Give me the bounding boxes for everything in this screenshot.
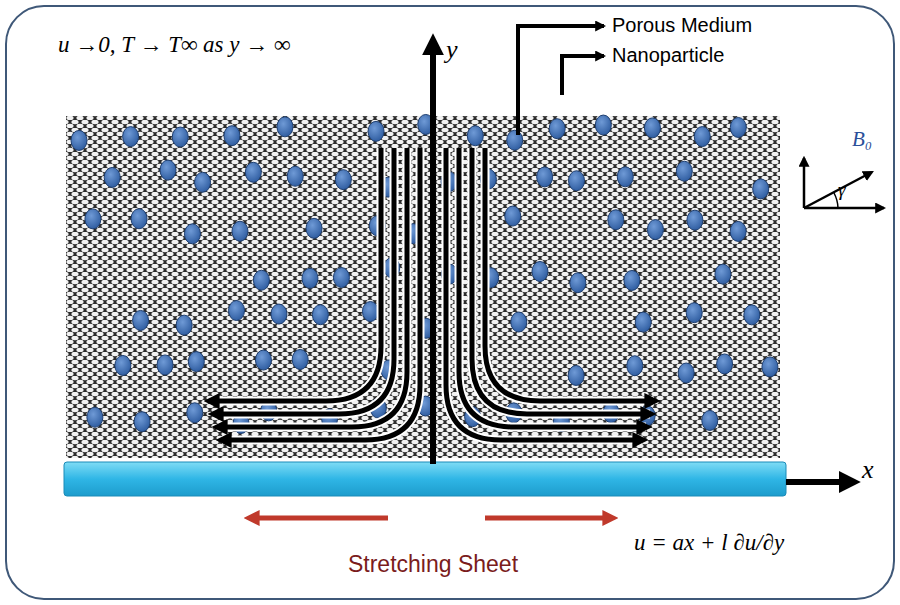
nanoparticle [302, 268, 318, 288]
nanoparticle [568, 365, 584, 385]
streamline [222, 148, 420, 440]
streamline [214, 148, 394, 414]
nanoparticle [195, 172, 211, 192]
nanoparticle [157, 355, 173, 375]
nanoparticle [549, 119, 565, 139]
nanoparticle [744, 305, 760, 325]
streamline [485, 148, 654, 401]
streamline [446, 148, 642, 440]
field-axis [803, 158, 806, 208]
nanoparticle [624, 270, 640, 290]
nanoparticle [160, 160, 176, 180]
nanoparticle [229, 301, 245, 321]
nanoparticle [715, 264, 731, 284]
nanoparticle [511, 312, 527, 332]
nanoparticle [635, 312, 651, 332]
nanoparticle [647, 220, 663, 240]
nanoparticle [292, 349, 308, 369]
nanoparticle [133, 310, 149, 330]
streamline-halo [472, 148, 650, 414]
nanoparticle [505, 206, 521, 226]
nanoparticle [176, 315, 192, 335]
nanoparticle [224, 126, 240, 146]
nanoparticle [87, 407, 103, 427]
nanoparticle [306, 218, 322, 238]
streamline-halo [214, 148, 394, 414]
nanoparticle [730, 221, 746, 241]
leader-line [518, 26, 604, 135]
nanoparticle [753, 179, 769, 199]
nanoparticle [123, 127, 139, 147]
nanoparticle [644, 118, 660, 138]
axis-label: x [862, 456, 874, 485]
porous-medium [66, 116, 780, 458]
nanoparticle [85, 209, 101, 229]
part-label: Nanoparticle [612, 44, 724, 66]
nanoparticle [537, 167, 553, 187]
nanoparticle [333, 268, 349, 288]
nanoparticle [730, 117, 746, 137]
nanoparticle [694, 127, 710, 147]
nanoparticle [362, 302, 378, 322]
nanoparticle [627, 356, 643, 376]
nanoparticle [335, 170, 351, 190]
nanoparticle [115, 355, 131, 375]
nanoparticle [245, 162, 261, 182]
nanoparticle [595, 115, 611, 135]
axis-label: y [446, 36, 458, 65]
stretching-sheet [64, 462, 786, 496]
nanoparticle [131, 209, 147, 229]
nanoparticle [134, 412, 150, 432]
frame [6, 6, 894, 599]
part-label: Porous Medium [612, 14, 752, 36]
stretch-arrow [250, 516, 388, 521]
nanoparticle [232, 221, 248, 241]
nanoparticle [686, 303, 702, 323]
nanoparticle [368, 121, 384, 141]
nanoparticle [255, 350, 271, 370]
nanoparticle [676, 161, 692, 181]
nanoparticle [762, 357, 778, 377]
nanoparticle [187, 403, 203, 423]
boundary-equation: u = ax + l ∂u/∂y [634, 530, 784, 555]
streamline [472, 148, 650, 414]
nanoparticle [312, 305, 328, 325]
stretch-arrow [485, 516, 612, 521]
nanoparticle [184, 224, 200, 244]
nanoparticle [617, 167, 633, 187]
part-label: Stretching Sheet [348, 552, 518, 577]
nanoparticle [717, 354, 733, 374]
streamline-halo [210, 148, 381, 401]
nanoparticle [507, 130, 523, 150]
magnetic-field-vector [804, 172, 872, 208]
nanoparticle [467, 126, 483, 146]
field-label: B₀ [852, 128, 872, 151]
nanoparticle [188, 352, 204, 372]
nanoparticle [608, 210, 624, 230]
nanoparticle [570, 273, 586, 293]
streamline [210, 148, 381, 401]
field-axis [804, 207, 884, 210]
y-axis [430, 42, 436, 464]
nanoparticle [687, 210, 703, 230]
nanoparticle [172, 127, 188, 147]
angle-arc [834, 193, 838, 208]
streamline-halo [485, 148, 654, 401]
nanoparticle [702, 410, 718, 430]
nanoparticle [271, 304, 287, 324]
leader-line [562, 56, 604, 95]
nanoparticle [532, 261, 548, 281]
angle-label: γ [838, 180, 846, 201]
nanoparticle [569, 171, 585, 191]
nanoparticle [277, 117, 293, 137]
boundary-condition: u →0, T → T∞ as y → ∞ [58, 32, 290, 57]
x-axis [786, 479, 852, 485]
nanoparticle [287, 166, 303, 186]
nanoparticle [253, 270, 269, 290]
nanoparticle [104, 167, 120, 187]
nanoparticle [678, 363, 694, 383]
nanoparticle [71, 130, 87, 150]
